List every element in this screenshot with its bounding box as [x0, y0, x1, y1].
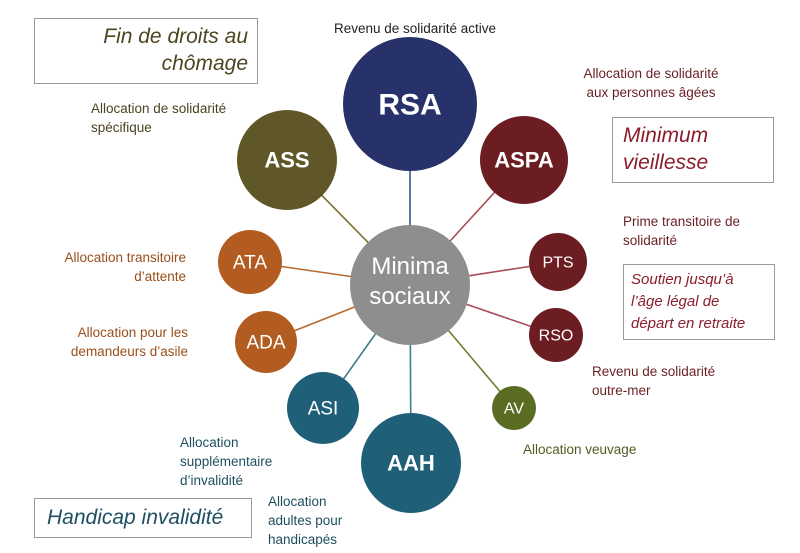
node-abbr-aah: AAH: [387, 451, 435, 476]
spoke-aspa: [448, 190, 497, 243]
node-aspa: [480, 116, 568, 204]
box-soutien-retraite: Soutien jusqu’à l’âge légal de départ en…: [623, 264, 775, 340]
node-abbr-ada: ADA: [246, 333, 285, 354]
spoke-ata: [279, 265, 353, 278]
node-abbr-rsa: RSA: [378, 89, 441, 122]
node-av: [492, 386, 536, 430]
benefit-nodes: RSA ASPA PTS RSO AV AAH ASI ADA ATA ASS: [218, 37, 587, 513]
spoke-rso: [464, 303, 533, 328]
spoke-asi: [341, 331, 378, 381]
box-handicap-invalidite: Handicap invalidité: [34, 498, 252, 538]
label-pts: Prime transitoire de solidarité: [623, 214, 741, 248]
node-abbr-rso: RSO: [539, 328, 574, 345]
label-rsa: Revenu de solidarité active: [333, 21, 497, 36]
node-pts: [529, 233, 587, 291]
node-abbr-ass: ASS: [264, 148, 309, 173]
node-abbr-asi: ASI: [308, 399, 339, 420]
label-ada: Allocation pour les demandeurs d’asile: [70, 325, 188, 359]
box-fin-de-droits-chomage: Fin de droits au chômage: [34, 18, 258, 84]
node-rso: [529, 308, 583, 362]
node-aah: [361, 413, 461, 513]
label-aspa: Allocation de solidarité aux personnes â…: [583, 66, 719, 100]
label-ass: Allocation de solidarité spécifique: [91, 101, 227, 135]
label-av: Allocation veuvage: [523, 442, 637, 457]
label-asi: Allocation supplémentaire d’invalidité: [180, 435, 273, 488]
label-aah: Allocation adultes pour handicapés: [268, 494, 343, 547]
label-rso: Revenu de solidarité outre-mer: [592, 364, 716, 398]
center-label-line: Minima: [371, 253, 449, 280]
node-rsa: [343, 37, 477, 171]
spokes: [279, 169, 533, 416]
spoke-ada: [292, 305, 357, 333]
node-ass: [237, 110, 337, 210]
center-node: Minima sociaux: [350, 225, 470, 345]
node-abbr-pts: PTS: [542, 255, 573, 272]
center-circle: [350, 225, 470, 345]
center-label-line: sociaux: [369, 283, 450, 310]
node-abbr-av: AV: [504, 401, 524, 418]
label-ata: Allocation transitoire d’attente: [64, 250, 186, 284]
spoke-ass: [320, 193, 370, 245]
spoke-av: [446, 328, 502, 394]
node-ada: [235, 311, 297, 373]
box-minimum-vieillesse: Minimum vieillesse: [612, 117, 774, 183]
node-abbr-aspa: ASPA: [494, 148, 554, 173]
spoke-pts: [467, 265, 532, 277]
center-label: Minima sociaux: [369, 253, 450, 310]
node-ata: [218, 230, 282, 294]
node-abbr-ata: ATA: [233, 253, 267, 274]
node-asi: [287, 372, 359, 444]
